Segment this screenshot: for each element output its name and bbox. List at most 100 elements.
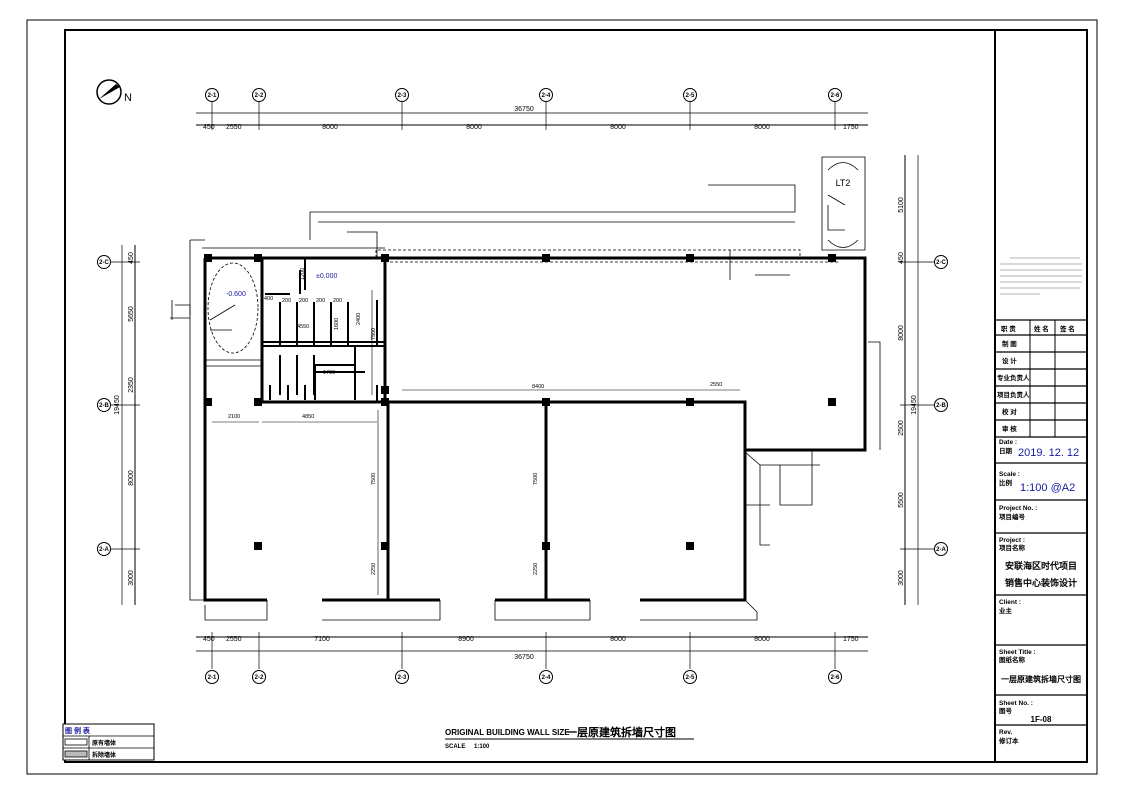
tb-label: 修订本 [998, 736, 1019, 745]
grid-bubble: 2-1 [205, 88, 219, 102]
grid-bubble: 2-2 [252, 670, 266, 684]
tb-role: 项目负责人 [997, 390, 1030, 399]
legend: 图 例 表 原有墙体 拆除墙体 [62, 723, 155, 761]
grid-bubble: 2-C [934, 255, 948, 269]
dim-text: 5100 [898, 197, 905, 213]
inner-frame [64, 29, 1088, 763]
dim-text: 3000 [128, 570, 135, 586]
dim-text: 5650 [128, 306, 135, 322]
interior-dimensions: 2100 4850 8400 2550 7500 7500 7500 2250 … [228, 268, 722, 575]
grid-label: 2-3 [398, 93, 407, 99]
dim-text: 8000 [610, 636, 626, 643]
structural-columns [204, 254, 836, 550]
demolished-wall-swatch [64, 750, 88, 758]
tb-scale: 1:100 @A2 [1020, 482, 1075, 494]
dim-text: 1750 [843, 636, 859, 643]
grid-bubble: 2-4 [539, 670, 553, 684]
dim-text: 450 [898, 252, 905, 264]
dim-text: 8900 [458, 636, 474, 643]
outer-border [26, 19, 1098, 775]
tb-project-line1: 安联海区时代项目 [1005, 560, 1077, 571]
tb-label: 日期 [999, 446, 1013, 455]
dim-text: 2550 [226, 124, 242, 131]
tb-label: Project No. : [999, 505, 1037, 512]
tb-role: 专业负责人 [997, 373, 1030, 382]
dim-text: 1600 [334, 318, 340, 330]
tb-project-line2: 销售中心装饰设计 [1005, 577, 1077, 588]
grid-bubble: 2-2 [252, 88, 266, 102]
column [254, 254, 262, 262]
column [381, 254, 389, 262]
tb-label: 比例 [999, 478, 1013, 487]
dim-text: 2250 [371, 563, 377, 575]
column [254, 398, 262, 406]
tb-label: Date : [999, 439, 1017, 446]
dim-text: 200 [316, 298, 325, 304]
right-dimension-texts: 19450 5100 450 8000 2500 5500 3000 [898, 197, 918, 586]
tb-role: 审 核 [1002, 424, 1017, 433]
tb-label: Sheet Title : [999, 649, 1036, 656]
dim-text: 4550 [297, 324, 309, 330]
dim-right-total: 19450 [911, 395, 918, 415]
dim-text: 8000 [610, 124, 626, 131]
grid-bubble: 2-5 [683, 88, 697, 102]
dim-text: 200 [333, 298, 342, 304]
dim-text: 8000 [322, 124, 338, 131]
dim-text: 7500 [533, 473, 539, 485]
title-block [995, 257, 1087, 726]
grid-label: 2-4 [542, 675, 551, 681]
dim-left-total: 19450 [114, 395, 121, 415]
grid-bubble: 2-C [97, 255, 111, 269]
tb-label: Scale : [999, 471, 1020, 478]
scale-label: SCALE [445, 744, 465, 750]
grid-bubble: 2-A [97, 542, 111, 556]
dim-text: 8000 [754, 636, 770, 643]
dim-text: 3000 [898, 570, 905, 586]
column [542, 398, 550, 406]
tb-header: 职 责 [1001, 324, 1016, 333]
dim-text: 2500 [898, 420, 905, 436]
column [828, 254, 836, 262]
grid-label: 2-6 [831, 675, 840, 681]
tb-label: Client : [999, 599, 1021, 606]
grid-label: 2-B [99, 403, 109, 409]
level-floor: ±0.000 [316, 273, 337, 280]
dim-text: 7500 [371, 328, 377, 340]
column [542, 254, 550, 262]
dim-text: 450 [203, 124, 215, 131]
dim-text: 4850 [302, 414, 314, 420]
grid-bubble: 2-B [97, 398, 111, 412]
grid-bubble: 2-6 [828, 670, 842, 684]
floor-plan [170, 156, 881, 621]
tb-sheet-no: 1F-08 [1031, 715, 1052, 724]
tb-sheet-title: 一层原建筑拆墙尺寸图 [1001, 674, 1081, 684]
grid-label: 2-1 [208, 93, 217, 99]
legend-title: 图 例 表 [65, 726, 91, 735]
drawing-title-en: ORIGINAL BUILDING WALL SIZE [445, 728, 570, 737]
dim-text: 200 [282, 298, 291, 304]
tb-label: Project : [999, 537, 1025, 544]
grid-label: 2-2 [255, 93, 264, 99]
tb-label: Sheet No. : [999, 700, 1033, 707]
column [381, 542, 389, 550]
dim-text: 2350 [128, 377, 135, 393]
column [204, 398, 212, 406]
column [381, 398, 389, 406]
grid-bubble: 2-3 [395, 88, 409, 102]
dim-text: 450 [203, 636, 215, 643]
grid-bubble: 2-4 [539, 88, 553, 102]
grid-label: 2-C [936, 260, 946, 266]
column [686, 542, 694, 550]
dim-text: 1700 [323, 370, 335, 376]
dim-text: 1750 [843, 124, 859, 131]
column [828, 398, 836, 406]
dim-text: 7500 [371, 473, 377, 485]
grid-label: 2-2 [255, 675, 264, 681]
grid-label: 2-1 [208, 675, 217, 681]
dim-text: 5500 [898, 492, 905, 508]
north-label: N [124, 92, 132, 104]
column [381, 386, 389, 394]
grid-label: 2-5 [686, 675, 695, 681]
grid-bubble: 2-3 [395, 670, 409, 684]
grid-label: 2-B [936, 403, 946, 409]
